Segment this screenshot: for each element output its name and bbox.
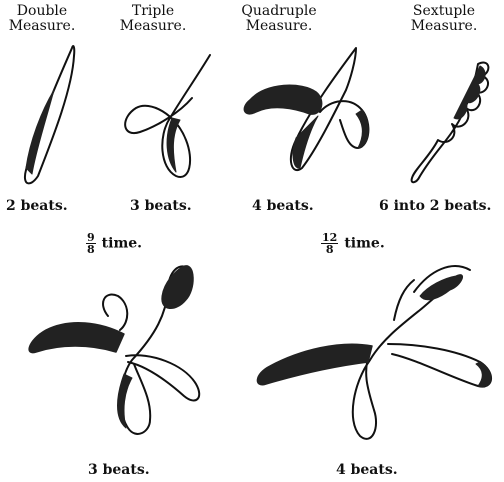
time-label: time. <box>344 236 384 252</box>
caption-double: 2 beats. <box>6 198 68 214</box>
caption-twelve-eight: 4 beats. <box>336 462 398 478</box>
time-signature-nine-eight: 9 8 time. <box>86 232 142 255</box>
twelve-eight-figure <box>257 266 491 439</box>
fraction: 9 8 <box>86 232 96 255</box>
quadruple-measure-figure <box>244 48 368 170</box>
nine-eight-figure <box>29 266 199 434</box>
denominator: 8 <box>321 244 338 255</box>
sextuple-measure-figure <box>412 63 489 183</box>
caption-quadruple: 4 beats. <box>252 198 314 214</box>
denominator: 8 <box>86 244 96 255</box>
caption-triple: 3 beats. <box>130 198 192 214</box>
caption-sextuple: 6 into 2 beats. <box>379 198 491 214</box>
time-signature-twelve-eight: 12 8 time. <box>321 232 385 255</box>
fraction: 12 8 <box>321 232 338 255</box>
caption-nine-eight: 3 beats. <box>88 462 150 478</box>
time-label: time. <box>102 236 142 252</box>
triple-measure-figure <box>125 55 210 177</box>
double-measure-figure <box>25 46 74 183</box>
